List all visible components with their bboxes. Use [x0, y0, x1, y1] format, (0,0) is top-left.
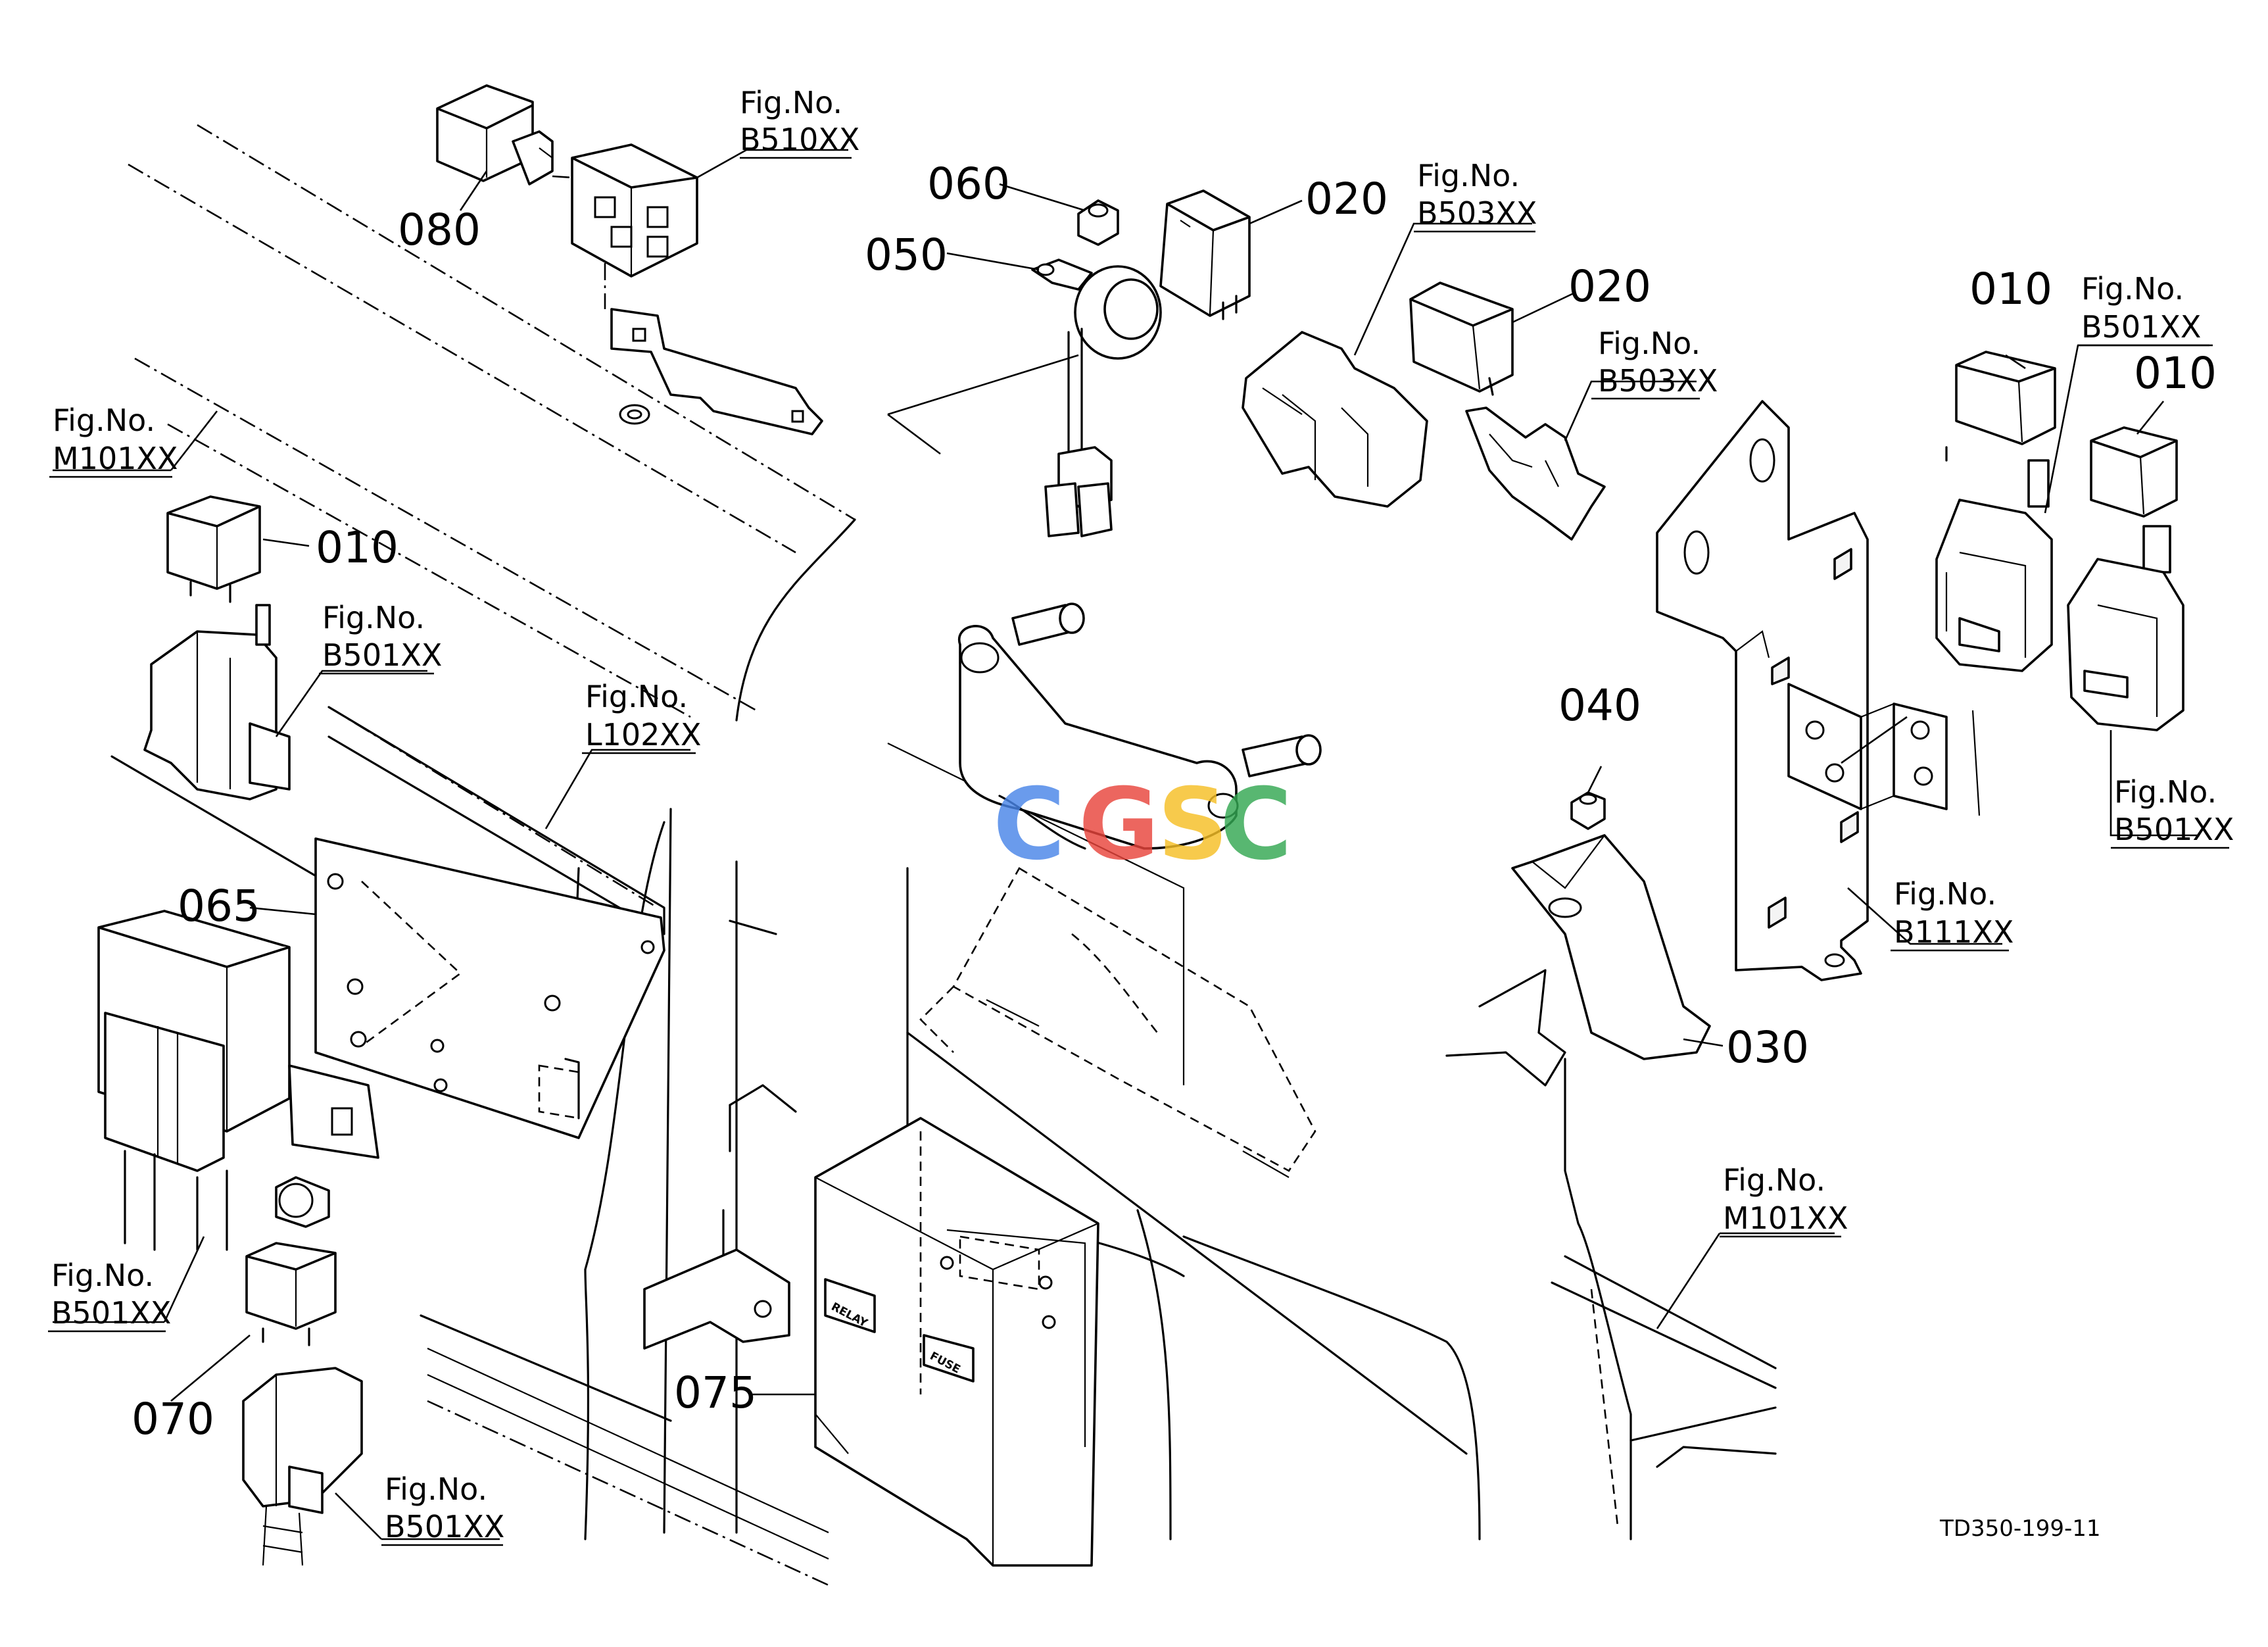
label-070: 070	[132, 1394, 214, 1444]
relay-010-r2	[2090, 426, 2178, 574]
label-080: 080	[398, 205, 481, 255]
relay-010-left	[166, 495, 261, 603]
leader-lines	[53, 149, 2209, 1540]
svg-text:Fig.No.: Fig.No.	[2081, 271, 2184, 307]
relay-070	[245, 1242, 337, 1346]
relay-020-b	[1409, 282, 1514, 396]
part-number-labels: 080 060 050 020 020 010 010 010 065 070 …	[132, 159, 2217, 1444]
svg-text:B111XX: B111XX	[1894, 914, 2014, 950]
watermark-g: G	[1078, 768, 1159, 882]
terminal-bracket-top	[610, 308, 823, 435]
svg-text:Fig.No.: Fig.No.	[385, 1471, 487, 1507]
svg-text:Fig.No.: Fig.No.	[2114, 774, 2217, 810]
figure-references: Fig.No. B510XX Fig.No. B503XX Fig.No. B5…	[48, 85, 2234, 1546]
label-040: 040	[1558, 680, 1641, 731]
label-010-left: 010	[316, 522, 398, 573]
pivot-arm	[919, 602, 1322, 1178]
svg-text:Fig.No.: Fig.No.	[1894, 876, 1996, 912]
label-010-r2: 010	[2134, 348, 2217, 399]
figref-b501-right: Fig.No. B501XX	[2111, 774, 2234, 849]
cover-bracket	[643, 1248, 790, 1350]
socket-b501-left	[143, 604, 291, 800]
label-010-r1: 010	[1969, 264, 2052, 314]
relay-080	[436, 84, 554, 185]
figref-m101-top: Fig.No. M101XX	[49, 403, 178, 478]
label-065: 065	[178, 881, 260, 931]
fuse-block	[97, 910, 379, 1251]
figref-b501-left: Fig.No. B501XX	[319, 600, 442, 675]
buzzer-050	[1031, 258, 1162, 537]
socket-b503-a	[1242, 331, 1428, 508]
svg-text:Fig.No.: Fig.No.	[53, 403, 155, 438]
watermark-c2: C	[1220, 768, 1292, 882]
cgsc-watermark: C G S C	[993, 768, 1292, 882]
svg-text:Fig.No.: Fig.No.	[322, 600, 425, 635]
label-075: 075	[674, 1367, 757, 1418]
svg-text:B501XX: B501XX	[322, 637, 442, 673]
svg-text:B501XX: B501XX	[385, 1509, 504, 1544]
socket-b501-r2	[2067, 558, 2184, 731]
watermark-c1: C	[993, 768, 1065, 882]
svg-text:Fig.No.: Fig.No.	[1417, 158, 1520, 193]
svg-text:Fig.No.: Fig.No.	[1598, 326, 1701, 361]
label-030: 030	[1726, 1022, 1809, 1073]
figref-b501-top-right: Fig.No. B501XX	[2078, 271, 2213, 347]
cover-075: RELAY FUSE	[814, 1117, 1099, 1567]
svg-text:Fig.No.: Fig.No.	[740, 85, 842, 120]
figref-l102: Fig.No. L102XX	[582, 679, 701, 754]
socket-b501-r1	[1935, 499, 2053, 672]
figref-b503-b: Fig.No. B503XX	[1591, 326, 1718, 400]
svg-text:L102XX: L102XX	[585, 717, 701, 752]
svg-text:B503XX: B503XX	[1598, 363, 1718, 399]
plate-030	[1511, 834, 1711, 1060]
svg-text:M101XX: M101XX	[53, 441, 178, 476]
figref-m101-br: Fig.No. M101XX	[1720, 1162, 1848, 1238]
svg-text:Fig.No.: Fig.No.	[1723, 1162, 1825, 1198]
nut-040	[1570, 791, 1606, 830]
watermark-s: S	[1157, 768, 1228, 882]
relay-socket-b510	[552, 143, 698, 309]
label-020-a: 020	[1305, 174, 1388, 224]
svg-text:B501XX: B501XX	[2081, 309, 2201, 345]
controller-065	[314, 837, 665, 1139]
figref-b501-bottom: Fig.No. B501XX	[381, 1471, 504, 1546]
svg-text:B501XX: B501XX	[2114, 812, 2234, 847]
figref-b111: Fig.No. B111XX	[1891, 876, 2014, 952]
label-060: 060	[927, 159, 1010, 209]
relay-020-a	[1159, 189, 1251, 320]
label-050: 050	[865, 230, 948, 280]
figref-b501-bl: Fig.No. B501XX	[48, 1258, 171, 1333]
svg-text:B501XX: B501XX	[51, 1295, 171, 1331]
label-020-b: 020	[1568, 261, 1651, 312]
svg-text:Fig.No.: Fig.No.	[585, 679, 688, 714]
bracket-b111	[1656, 400, 1981, 981]
socket-b503-b	[1465, 406, 1606, 541]
svg-text:Fig.No.: Fig.No.	[51, 1258, 154, 1293]
nut-060	[1077, 199, 1119, 246]
socket-b501-bl	[242, 1367, 363, 1566]
figref-b503-a: Fig.No. B503XX	[1414, 158, 1537, 233]
svg-text:M101XX: M101XX	[1723, 1200, 1848, 1236]
relay-010-r1	[1945, 351, 2056, 508]
svg-text:B510XX: B510XX	[740, 122, 859, 157]
svg-text:B503XX: B503XX	[1417, 195, 1537, 231]
figref-b510: Fig.No. B510XX	[740, 85, 859, 159]
drawing-code: TD350-199-11	[1939, 1515, 2101, 1542]
